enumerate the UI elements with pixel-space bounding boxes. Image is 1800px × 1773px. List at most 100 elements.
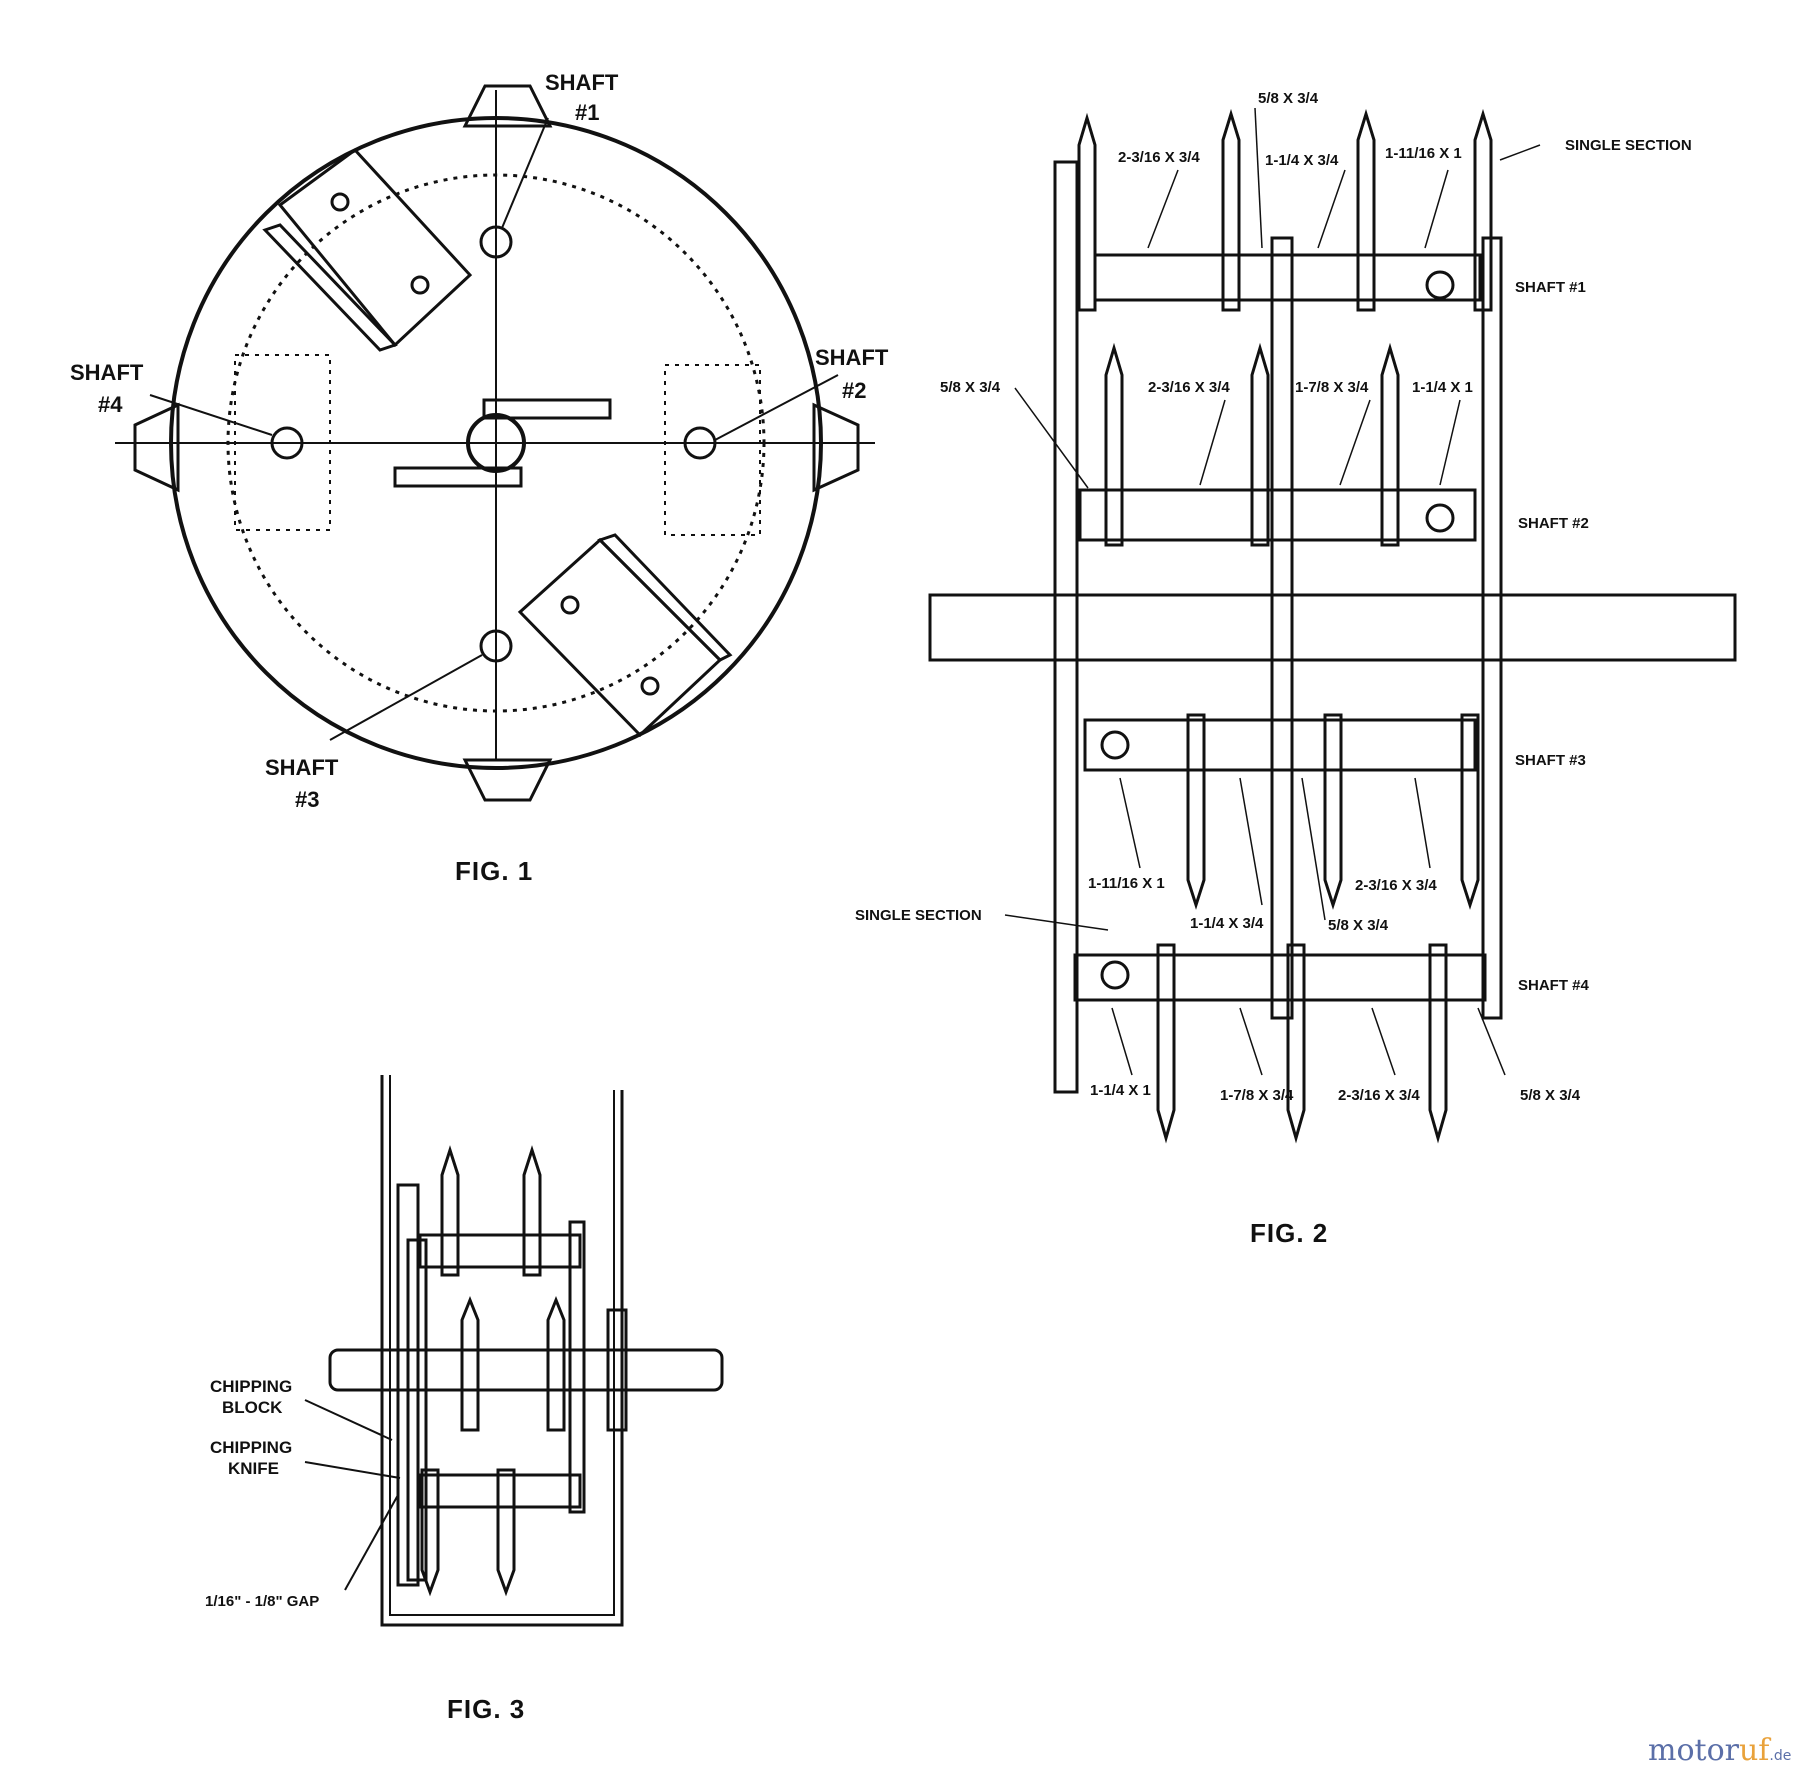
fig3-block-leader (304, 1399, 393, 1441)
fig1-lower-blade-edge (597, 533, 733, 662)
fig1-center-hub (466, 413, 526, 473)
fig1-shaft4-leader (149, 394, 273, 436)
fig3-chipping-knife-line1: CHIPPING (210, 1438, 292, 1457)
fig1-shaft3-label: SHAFT (265, 755, 339, 780)
fig2-flail (1323, 713, 1343, 910)
fig2-row1-dim-2: 5/8 X 3/4 (1258, 90, 1319, 107)
fig3-knife-leader (304, 1461, 401, 1479)
fig2-leader (1147, 169, 1179, 249)
fig3-lower-shaft (418, 1473, 582, 1509)
fig2-flail (1428, 943, 1448, 1144)
fig1-shaft1-hole (479, 225, 513, 259)
fig2-leader (1111, 1007, 1133, 1076)
fig2-shaft4-bolt (1100, 960, 1130, 990)
fig2-shaft2-rod (1078, 488, 1477, 542)
watermark-part2: uf (1739, 1733, 1771, 1768)
fig1-shaft1-leader (501, 117, 549, 229)
fig2-leader (1239, 1007, 1263, 1076)
fig3-housing-inner (389, 1075, 615, 1616)
fig1-hub-bar-bottom (393, 466, 523, 488)
watermark-tld: .de (1769, 1748, 1791, 1764)
fig2-shaft2-bolt (1425, 503, 1455, 533)
fig1-left-lug (133, 402, 180, 493)
fig1-shaft2-dotted-box (664, 364, 761, 536)
fig2-leader (1371, 1007, 1396, 1076)
fig1-hub-bar-top (482, 398, 612, 420)
fig2-leader (1119, 777, 1141, 869)
fig2-flail (1380, 342, 1400, 547)
fig2-shaft1-rod (1093, 253, 1482, 302)
fig2-flail (1077, 112, 1097, 312)
fig2-main-shaft (928, 593, 1737, 662)
fig1-shaft1-number: #1 (575, 100, 599, 125)
fig1-upper-blade (277, 147, 473, 348)
fig2-row3-dim-4: 2-3/16 X 3/4 (1355, 877, 1437, 894)
fig3-gap-label: 1/16" - 1/8" GAP (205, 1593, 319, 1610)
fig3-knife (420, 1468, 440, 1597)
fig1-upper-blade-bolt (330, 192, 350, 212)
fig2-row2-dim-4: 1-1/4 X 1 (1412, 379, 1473, 396)
fig2-shaft4-rod (1073, 953, 1487, 1002)
fig2-row4-dim-1: 1-1/4 X 1 (1090, 1082, 1151, 1099)
fig2-row2-dim-3: 1-7/8 X 3/4 (1295, 379, 1369, 396)
fig2-row1-dim-1: 2-3/16 X 3/4 (1118, 149, 1200, 166)
fig2-single-section-left: SINGLE SECTION (855, 907, 982, 924)
fig3-chipping-block-line2: BLOCK (222, 1398, 283, 1417)
fig2-flail (1186, 713, 1206, 910)
fig2-left-plate (1053, 160, 1079, 1094)
fig3-gap-leader (344, 1494, 399, 1591)
fig2-flail (1473, 108, 1493, 312)
fig2-leader (1301, 777, 1326, 921)
fig2-row2-dim-2: 2-3/16 X 3/4 (1148, 379, 1230, 396)
fig2-shaft3-bolt (1100, 730, 1130, 760)
fig2-middle-plate (1270, 236, 1294, 1020)
watermark-text: motoruf.de (1648, 1733, 1791, 1768)
fig3-right-frame (568, 1220, 586, 1514)
fig1-shaft3-hole (479, 629, 513, 663)
fig2-row3-dim-2: 1-1/4 X 3/4 (1190, 915, 1264, 932)
fig2-flail-layout: 2-3/16 X 3/4 5/8 X 3/4 1-1/4 X 3/4 1-11/… (855, 90, 1737, 1248)
fig2-shaft1-bolt (1425, 270, 1455, 300)
fig2-leader (1477, 1007, 1506, 1076)
fig2-row1-dim-4: 1-11/16 X 1 (1385, 145, 1462, 162)
fig2-flail (1460, 713, 1480, 910)
fig2-row3-dim-3: 5/8 X 3/4 (1328, 917, 1389, 934)
fig2-leader (1004, 914, 1109, 931)
watermark-part1: motor (1648, 1733, 1740, 1768)
fig2-leader (1424, 169, 1449, 249)
fig1-shaft2-label: SHAFT (815, 345, 889, 370)
fig3-chipping-block-line1: CHIPPING (210, 1377, 292, 1396)
fig2-row1-dim-3: 1-1/4 X 3/4 (1265, 152, 1339, 169)
fig1-shaft2-hole (683, 426, 717, 460)
fig2-row4-dim-2: 1-7/8 X 3/4 (1220, 1087, 1294, 1104)
fig1-shaft2-number: #2 (842, 378, 866, 403)
fig2-leader (1014, 387, 1089, 489)
fig2-shaft3-label: SHAFT #3 (1515, 752, 1586, 769)
fig2-leader (1499, 144, 1541, 161)
fig2-shaft2-label: SHAFT #2 (1518, 515, 1589, 532)
fig3-left-plate (396, 1183, 420, 1587)
fig2-flail (1104, 342, 1124, 547)
fig2-shaft1-label: SHAFT #1 (1515, 279, 1586, 296)
fig3-knife (496, 1468, 516, 1597)
fig1-shaft1-label: SHAFT (545, 70, 619, 95)
fig2-row4-dim-3: 2-3/16 X 3/4 (1338, 1087, 1420, 1104)
fig2-row4-dim-4: 5/8 X 3/4 (1520, 1087, 1581, 1104)
fig3-side-view: CHIPPING BLOCK CHIPPING KNIFE 1/16" - 1/… (205, 1075, 724, 1724)
fig1-rotor-view: SHAFT #1 SHAFT #2 SHAFT #3 SHAFT #4 FIG.… (70, 70, 889, 886)
fig1-shaft4-label: SHAFT (70, 360, 144, 385)
fig1-bottom-lug (462, 758, 553, 802)
fig2-leader (1239, 777, 1263, 906)
fig3-right-hub (606, 1308, 628, 1432)
fig3-upper-shaft (418, 1233, 582, 1269)
fig3-left-plate-2 (406, 1238, 428, 1582)
fig3-knife (440, 1145, 460, 1277)
fig2-row3-dim-1: 1-11/16 X 1 (1088, 875, 1165, 892)
fig2-flail (1156, 943, 1176, 1144)
fig3-chipping-knife-line2: KNIFE (228, 1459, 279, 1478)
fig1-lower-blade-bolt (560, 595, 580, 615)
fig2-shaft4-label: SHAFT #4 (1518, 977, 1590, 994)
fig2-flail (1286, 943, 1306, 1144)
fig2-flail (1250, 342, 1270, 547)
